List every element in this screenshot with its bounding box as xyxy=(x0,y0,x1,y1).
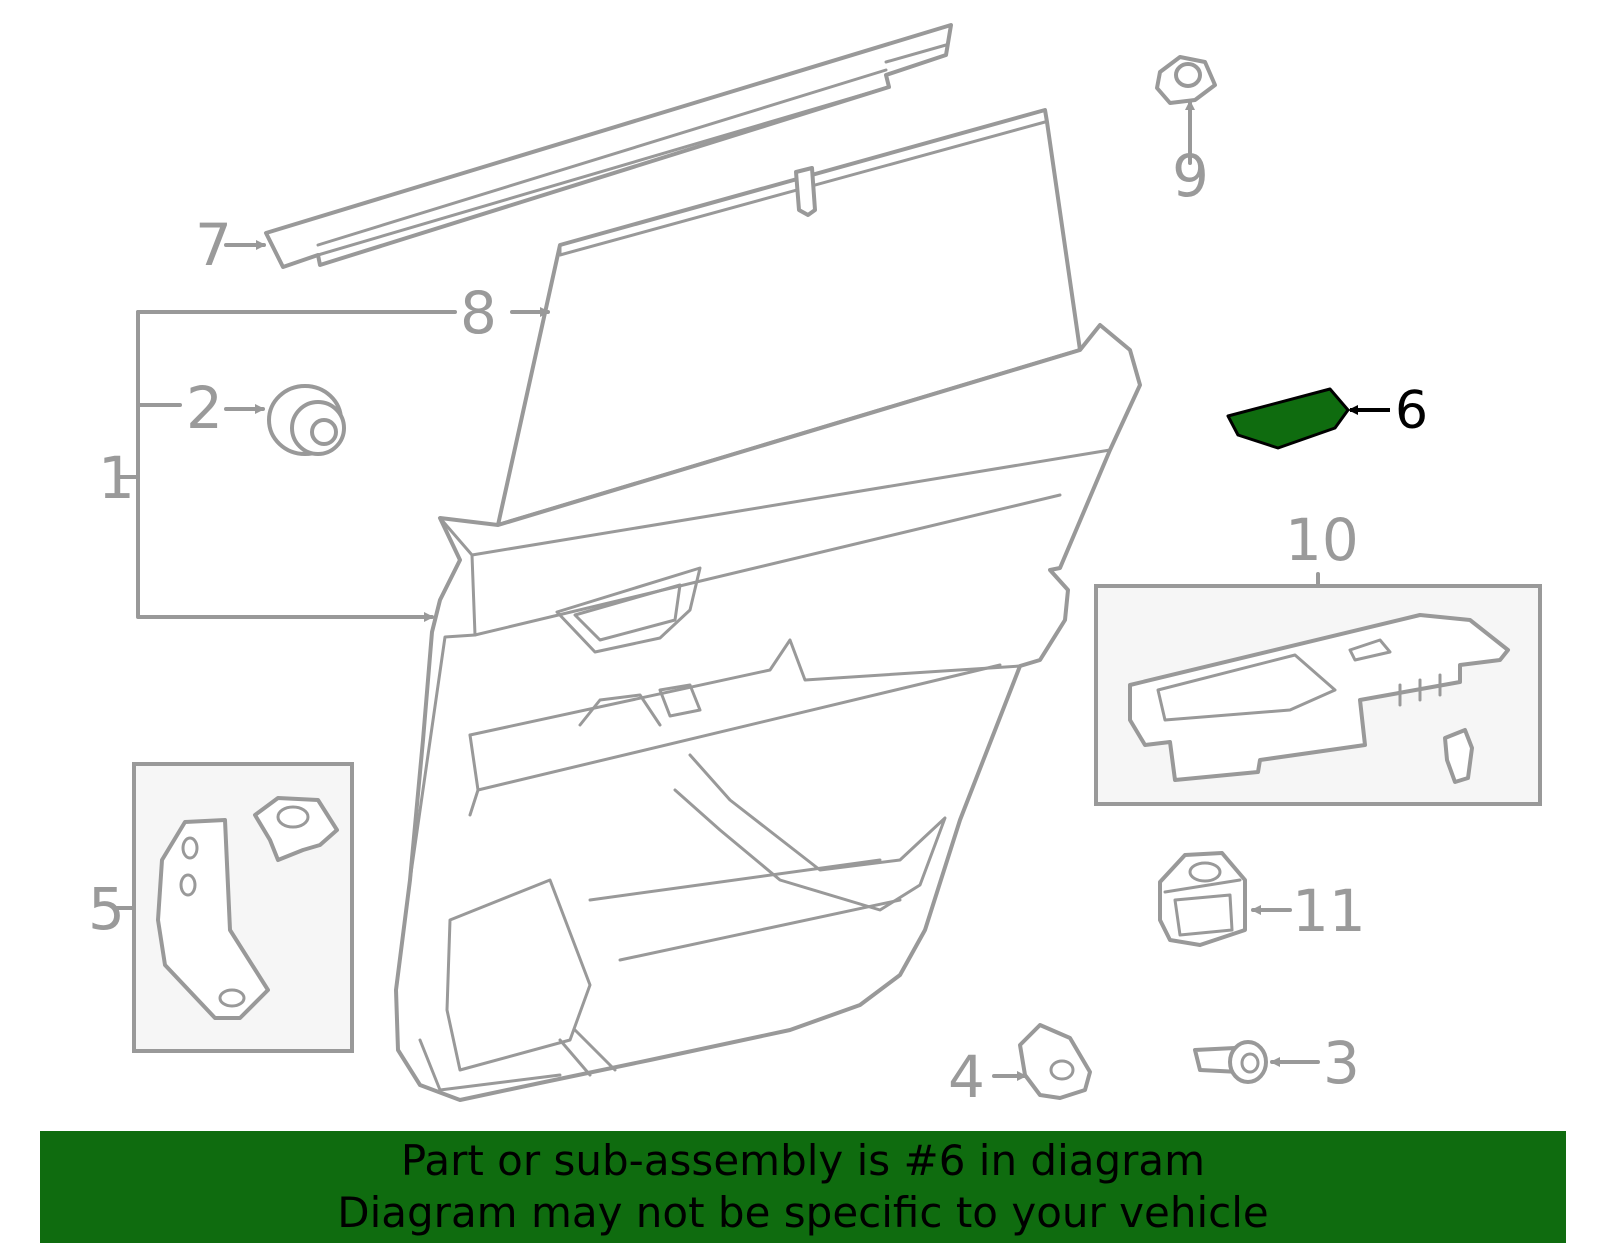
part-7-belt-molding xyxy=(264,23,953,269)
part-6-highlighted xyxy=(1226,387,1390,450)
callout-3: 3 xyxy=(1323,1029,1360,1097)
callout-11: 11 xyxy=(1292,877,1366,945)
callout-5: 5 xyxy=(88,875,125,943)
info-banner: Part or sub-assembly is #6 in diagram Di… xyxy=(40,1131,1566,1243)
callout-8: 8 xyxy=(460,279,497,347)
callout-10: 10 xyxy=(1285,506,1359,574)
part-4-clip xyxy=(1018,1023,1092,1100)
callout-4: 4 xyxy=(948,1043,985,1111)
callout-1: 1 xyxy=(98,444,135,512)
callout-7: 7 xyxy=(195,211,232,279)
part-2-clip xyxy=(267,384,346,456)
callout-2: 2 xyxy=(186,374,223,442)
part-5-box xyxy=(132,762,354,1053)
part-3-screw xyxy=(1193,1040,1268,1084)
banner-line-2: Diagram may not be specific to your vehi… xyxy=(337,1188,1269,1237)
part-8-door-glass xyxy=(496,108,1082,527)
part-1-door-trim-panel xyxy=(394,323,1142,1102)
callout-6: 6 xyxy=(1395,381,1428,441)
callout-labels: 1 2 3 4 5 6 7 8 9 10 11 xyxy=(88,142,1428,1111)
banner-line-1: Part or sub-assembly is #6 in diagram xyxy=(400,1136,1206,1185)
part-9-clip xyxy=(1155,55,1217,105)
part-10-box xyxy=(1094,584,1542,806)
part-11-switch xyxy=(1158,851,1247,947)
callout-9: 9 xyxy=(1172,142,1209,210)
